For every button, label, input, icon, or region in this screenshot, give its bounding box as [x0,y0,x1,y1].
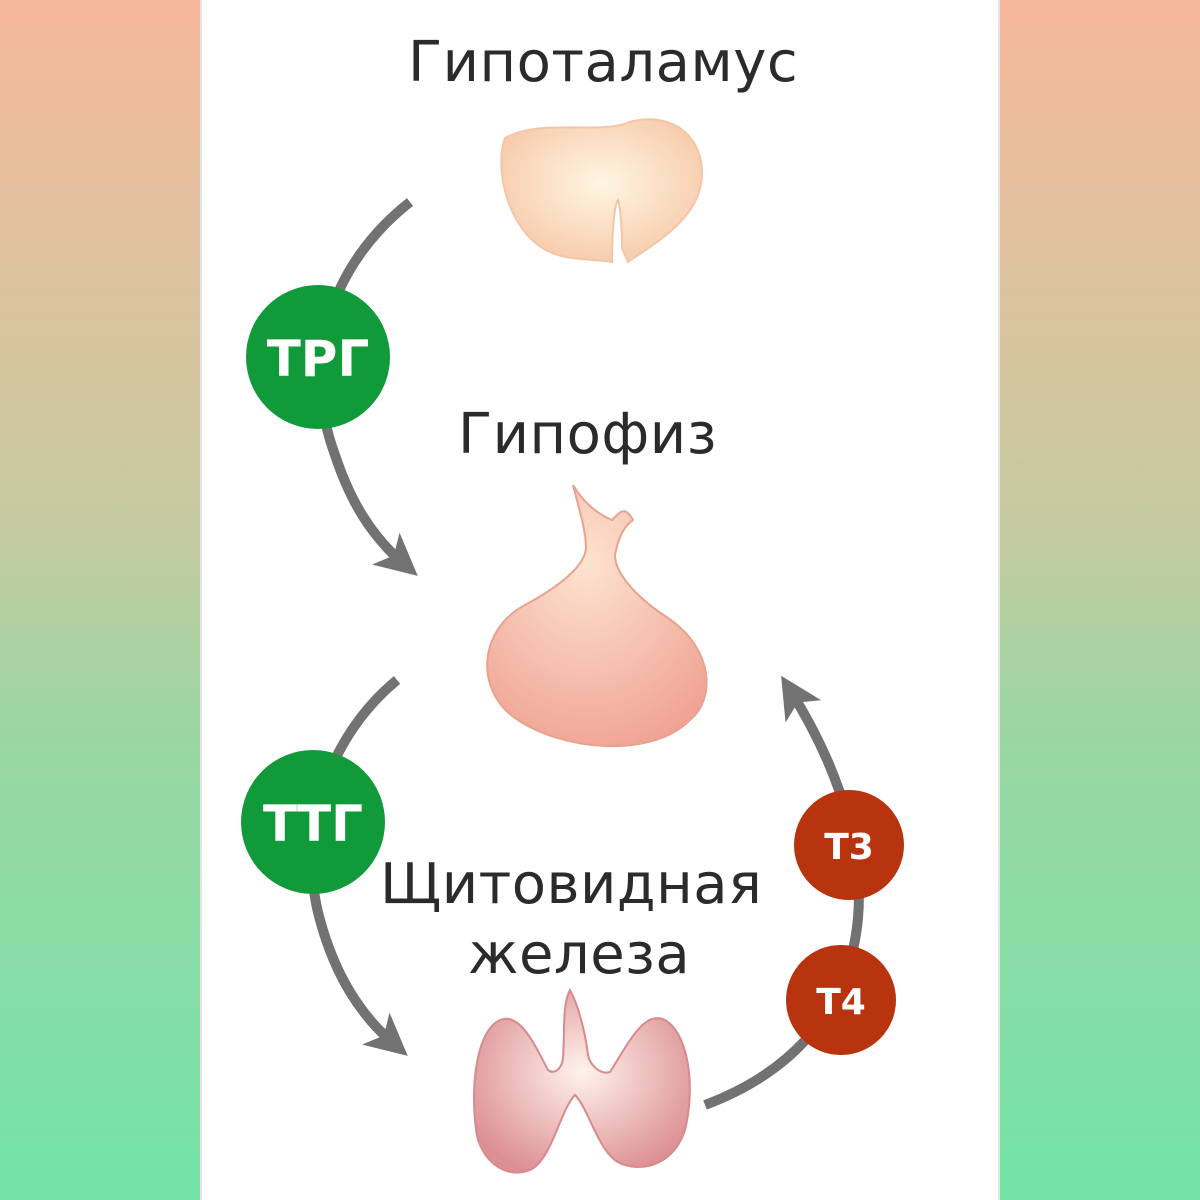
t3-badge: Т3 [794,790,904,900]
thyroid-label-line2: железа [468,922,691,987]
trh-badge: ТРГ [246,285,390,429]
t3-label: Т3 [824,827,874,868]
arrow-pituitary-to-thyroid [306,676,408,1056]
tsh-badge: ТТГ [241,750,385,894]
pituitary-organ [486,484,708,748]
hypothalamus-label: Гипоталамус [408,30,799,95]
arrow-thyroid-feedback [703,675,864,1110]
pituitary-label: Гипофиз [458,402,717,467]
trh-label: ТРГ [267,330,370,388]
t4-badge: Т4 [786,945,896,1055]
t4-label: Т4 [816,982,866,1023]
hypothalamus-organ [500,118,704,264]
thyroid-organ [473,987,691,1174]
thyroid-label-line1: Щитовидная [380,852,763,917]
tsh-label: ТТГ [263,795,363,853]
